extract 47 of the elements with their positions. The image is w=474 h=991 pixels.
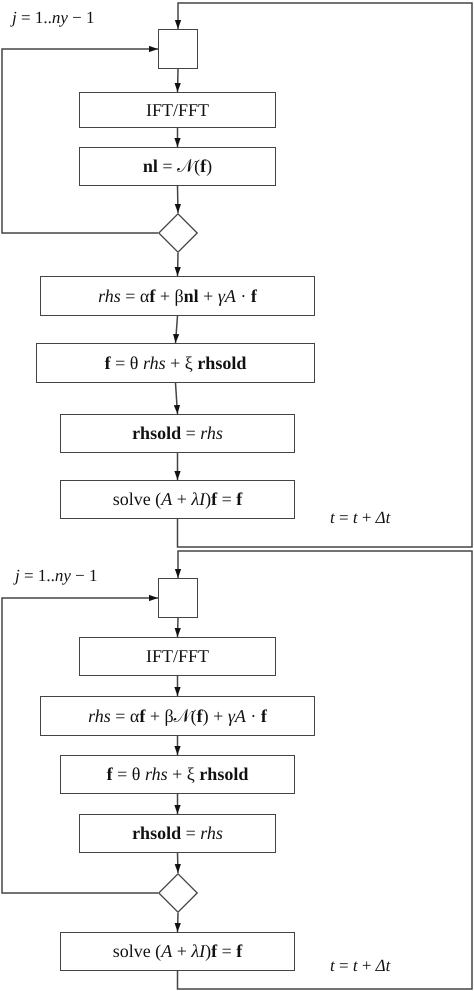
loop-box [158,578,198,618]
formula-text: rhs = αf + βnl + γA · f [98,286,257,306]
loop-arrow [1,46,158,234]
arrow [174,186,181,214]
formula-text: solve (A + λI)f = f [112,489,242,510]
process-box [60,932,295,971]
time-step-label: t = t + Δt [330,956,390,976]
arrow [174,128,181,147]
formula-text: solve (A + λI)f = f [112,941,242,962]
formula-text: rhs = αf + β𝒩(f) + γA · f [88,706,267,726]
process-box [79,814,276,853]
process-box [60,414,295,453]
process-box [60,755,295,794]
process-box [79,637,276,676]
arrow [173,316,180,344]
formula-text: rhsold = rhs [132,423,223,444]
process-box [40,276,315,316]
arrow [174,736,181,755]
formula-text: f = θ rhs + ξ rhsold [106,764,248,785]
formula-text: rhsold = rhs [132,823,223,844]
arrow [174,912,181,932]
formula-text: IFT/FFT [146,646,210,667]
loop-arrow [174,2,473,548]
arrow [174,453,181,480]
process-box [40,696,315,736]
process-box [79,147,276,186]
arrow [174,676,181,696]
process-box [60,480,295,519]
formula-text: f = θ rhs + ξ rhsold [104,352,246,374]
process-box [79,92,276,128]
arrow [174,252,181,276]
loop-range-label: j = 1..ny − 1 [12,8,94,28]
arrow [174,68,181,92]
arrow [174,618,181,638]
time-step-label: t = t + Δt [330,508,390,528]
arrow [174,382,180,414]
process-box [36,343,315,383]
arrow [174,852,181,874]
loop-arrow [1,594,158,894]
formula-text: nl = 𝒩(f) [142,156,212,177]
loop-range-label: j = 1..ny − 1 [15,566,98,586]
formula-text: IFT/FFT [146,100,210,120]
decision-diamond [158,873,198,913]
loop-arrow [174,550,473,990]
decision-diamond [158,213,198,253]
arrow [174,794,181,814]
loop-box [158,29,198,69]
